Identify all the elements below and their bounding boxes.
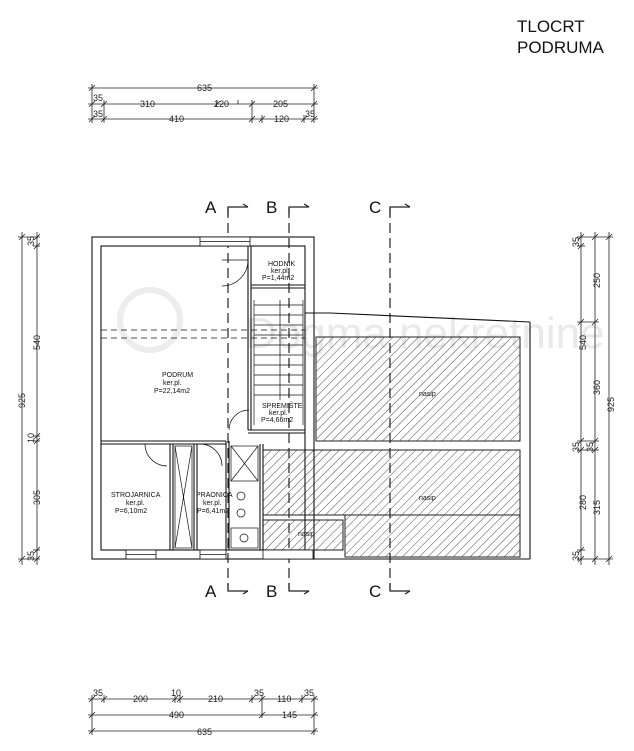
dim-right-r2-1: 35 <box>585 442 595 452</box>
dim-top-total: 635 <box>197 83 212 93</box>
dim-top-r1-1: 310 <box>140 99 155 109</box>
nasip-area-3 <box>344 514 521 558</box>
dim-top-r1-2: 120 <box>214 99 229 109</box>
dim-right-r1-0: 35 <box>571 237 581 247</box>
section-c-top: C <box>369 198 381 217</box>
nasip-label-2: nasip <box>419 495 436 502</box>
room-hodnik-area: P=1,44m2 <box>262 275 294 282</box>
nasip-label-1: nasip <box>419 391 436 398</box>
room-hodnik-floor: ker.pl. <box>271 268 290 275</box>
dim-top-r2-3: 35 <box>305 109 315 119</box>
dim-left-1: 540 <box>32 335 42 350</box>
dim-bot-total: 635 <box>197 727 212 737</box>
room-praonica-name: PRAONICA <box>196 492 233 499</box>
dim-bot-r2-0: 490 <box>169 710 184 720</box>
dim-right-r1-4: 280 <box>578 495 588 510</box>
dim-right-r2-2: 315 <box>592 500 602 515</box>
dim-top-r1-3: 205 <box>273 99 288 109</box>
dim-right-r2-0: 540 <box>578 335 588 350</box>
dim-right-r1-3: 35 <box>571 442 581 452</box>
dim-left-0: 35 <box>26 236 36 246</box>
right-dimensions <box>577 232 613 565</box>
room-strojarnica: STROJARNICA ker.pl. P=6,10m2 <box>111 492 161 515</box>
dim-bot-r1-5: 110 <box>277 694 291 704</box>
dim-left-total: 925 <box>17 393 27 408</box>
dim-left-2: 10 <box>26 433 36 443</box>
room-strojarnica-name: STROJARNICA <box>111 492 161 499</box>
dim-bot-r1-0: 35 <box>93 688 103 698</box>
dim-top-r2-2: 120 <box>274 114 289 124</box>
room-praonica-area: P=6,41m2 <box>197 508 229 515</box>
plan-title: TLOCRT PODRUMA <box>517 16 604 58</box>
section-c-bottom: C <box>369 582 381 601</box>
dim-bot-r2-1: 145 <box>282 710 297 720</box>
room-spremiste: SPREMIŠTE ker.pl. P=4,66m2 <box>261 401 303 424</box>
doors <box>144 259 250 467</box>
room-hodnik-name: HODNIK <box>268 261 296 268</box>
dim-bot-r1-4: 35 <box>254 688 264 698</box>
dim-right-r1-2: 360 <box>592 380 602 395</box>
section-b-bottom: B <box>266 582 277 601</box>
dim-left-3: 305 <box>32 490 42 505</box>
dim-bot-r1-6: 35 <box>304 688 314 698</box>
bottom-dimensions <box>88 695 318 735</box>
dim-bot-r1-3: 210 <box>208 694 223 704</box>
windows <box>125 236 314 560</box>
nasip-area-4 <box>262 519 344 551</box>
room-hodnik: HODNIK ker.pl. P=1,44m2 <box>262 261 296 282</box>
room-strojarnica-floor: ker.pl. <box>126 500 145 507</box>
dim-right-r1-5: 35 <box>571 551 581 561</box>
plan-title-line2: PODRUMA <box>517 38 604 57</box>
plan-title-line1: TLOCRT <box>517 17 585 36</box>
room-podrum: PODRUM ker.pl. P=22,14m2 <box>154 372 193 395</box>
room-spremiste-floor: ker.pl. <box>269 410 288 417</box>
dim-bot-r1-2: 10 <box>171 688 181 698</box>
dim-top-r2-0: 35 <box>93 109 103 119</box>
dim-top-r2-1: 410 <box>169 114 184 124</box>
staircase <box>253 300 304 425</box>
nasip-area-1 <box>315 336 521 442</box>
dim-right-r1-1: 250 <box>592 273 602 288</box>
dim-right-total: 925 <box>606 397 616 412</box>
left-dimensions <box>18 232 41 565</box>
room-spremiste-area: P=4,66m2 <box>261 417 293 424</box>
section-a-bottom: A <box>205 582 217 601</box>
room-spremiste-name: SPREMIŠTE <box>262 401 303 410</box>
room-praonica: PRAONICA ker.pl. P=6,41m2 <box>196 492 233 515</box>
room-podrum-name: PODRUM <box>162 372 193 379</box>
section-a-top: A <box>205 198 217 217</box>
dim-top-r1-0: 35 <box>93 93 103 103</box>
section-b-top: B <box>266 198 277 217</box>
laundry-fixtures <box>174 445 259 549</box>
nasip-area-2 <box>262 449 521 516</box>
room-praonica-floor: ker.pl. <box>203 500 222 507</box>
nasip-label-3: nasip <box>298 531 315 538</box>
dim-bot-r1-1: 200 <box>133 694 148 704</box>
room-strojarnica-area: P=6,10m2 <box>115 508 147 515</box>
top-dimensions <box>88 84 318 123</box>
room-podrum-area: P=22,14m2 <box>154 388 190 395</box>
dim-left-4: 35 <box>26 551 36 561</box>
room-podrum-floor: ker.pl. <box>163 380 182 387</box>
